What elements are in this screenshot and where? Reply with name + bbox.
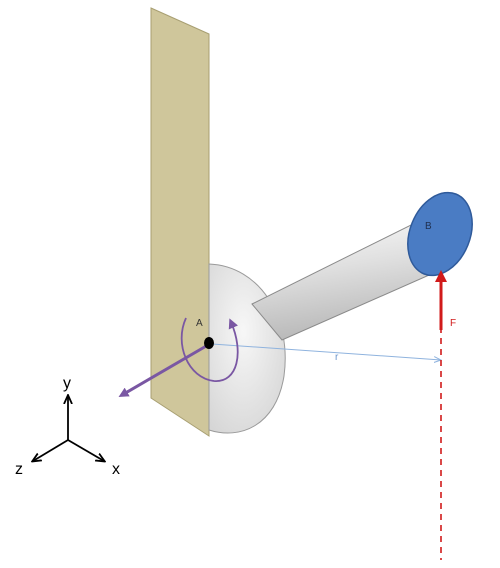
axis-label-z: z	[15, 461, 23, 478]
x-axis-arrow	[67, 439, 104, 461]
point-a-dot	[204, 337, 214, 349]
label-force: F	[450, 318, 456, 329]
radius-line	[211, 343, 441, 360]
label-radius: r	[335, 352, 339, 363]
z-axis-arrow	[33, 439, 69, 461]
label-point-b: B	[425, 221, 432, 232]
label-point-a: A	[196, 318, 203, 329]
moment-curl	[180, 317, 239, 382]
moment-vector-arrow	[118, 343, 209, 398]
coordinate-axes: y x z	[15, 375, 120, 478]
wall	[150, 7, 210, 437]
axis-label-x: x	[112, 461, 120, 478]
axis-label-y: y	[63, 375, 71, 392]
end-disc-b	[407, 191, 473, 277]
